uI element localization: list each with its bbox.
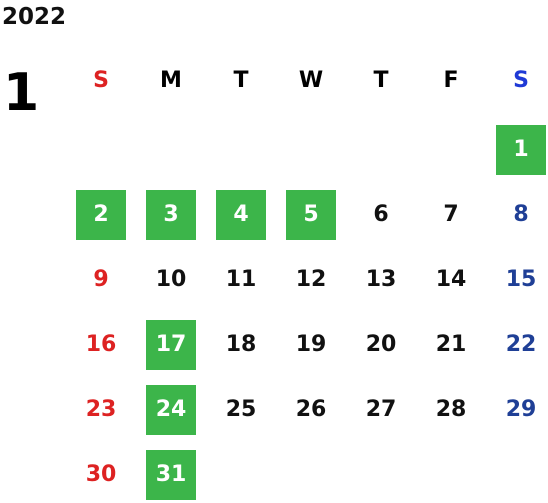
day-cell-2[interactable]: 2 bbox=[76, 190, 126, 240]
day-cell-9[interactable]: 9 bbox=[93, 267, 109, 292]
day-cell-17[interactable]: 17 bbox=[146, 320, 196, 370]
weekday-6: S bbox=[513, 68, 529, 93]
day-cell-13[interactable]: 13 bbox=[365, 267, 397, 292]
day-cell-19[interactable]: 19 bbox=[295, 332, 327, 357]
day-cell-15[interactable]: 15 bbox=[505, 267, 537, 292]
day-cell-10[interactable]: 10 bbox=[155, 267, 187, 292]
day-cell-14[interactable]: 14 bbox=[435, 267, 467, 292]
day-cell-25[interactable]: 25 bbox=[225, 397, 257, 422]
weekday-5: F bbox=[443, 68, 459, 93]
day-cell-26[interactable]: 26 bbox=[295, 397, 327, 422]
day-cell-20[interactable]: 20 bbox=[365, 332, 397, 357]
day-cell-30[interactable]: 30 bbox=[85, 462, 117, 487]
day-cell-7[interactable]: 7 bbox=[443, 202, 459, 227]
day-cell-6[interactable]: 6 bbox=[373, 202, 389, 227]
day-cell-31[interactable]: 31 bbox=[146, 450, 196, 500]
weekday-3: W bbox=[298, 68, 324, 93]
day-cell-12[interactable]: 12 bbox=[295, 267, 327, 292]
year-label: 2022 bbox=[2, 4, 67, 30]
day-cell-11[interactable]: 11 bbox=[225, 267, 257, 292]
day-cell-21[interactable]: 21 bbox=[435, 332, 467, 357]
day-cell-4[interactable]: 4 bbox=[216, 190, 266, 240]
day-cell-23[interactable]: 23 bbox=[85, 397, 117, 422]
weekday-0: S bbox=[93, 68, 109, 93]
weekday-4: T bbox=[373, 68, 389, 93]
day-cell-3[interactable]: 3 bbox=[146, 190, 196, 240]
day-cell-28[interactable]: 28 bbox=[435, 397, 467, 422]
day-cell-5[interactable]: 5 bbox=[286, 190, 336, 240]
weekday-2: T bbox=[233, 68, 249, 93]
day-cell-18[interactable]: 18 bbox=[225, 332, 257, 357]
day-cell-29[interactable]: 29 bbox=[505, 397, 537, 422]
day-cell-27[interactable]: 27 bbox=[365, 397, 397, 422]
month-number: 1 bbox=[3, 63, 40, 123]
day-cell-1[interactable]: 1 bbox=[496, 125, 546, 175]
weekday-1: M bbox=[160, 68, 182, 93]
day-cell-8[interactable]: 8 bbox=[513, 202, 529, 227]
day-cell-22[interactable]: 22 bbox=[505, 332, 537, 357]
day-cell-24[interactable]: 24 bbox=[146, 385, 196, 435]
day-cell-16[interactable]: 16 bbox=[85, 332, 117, 357]
